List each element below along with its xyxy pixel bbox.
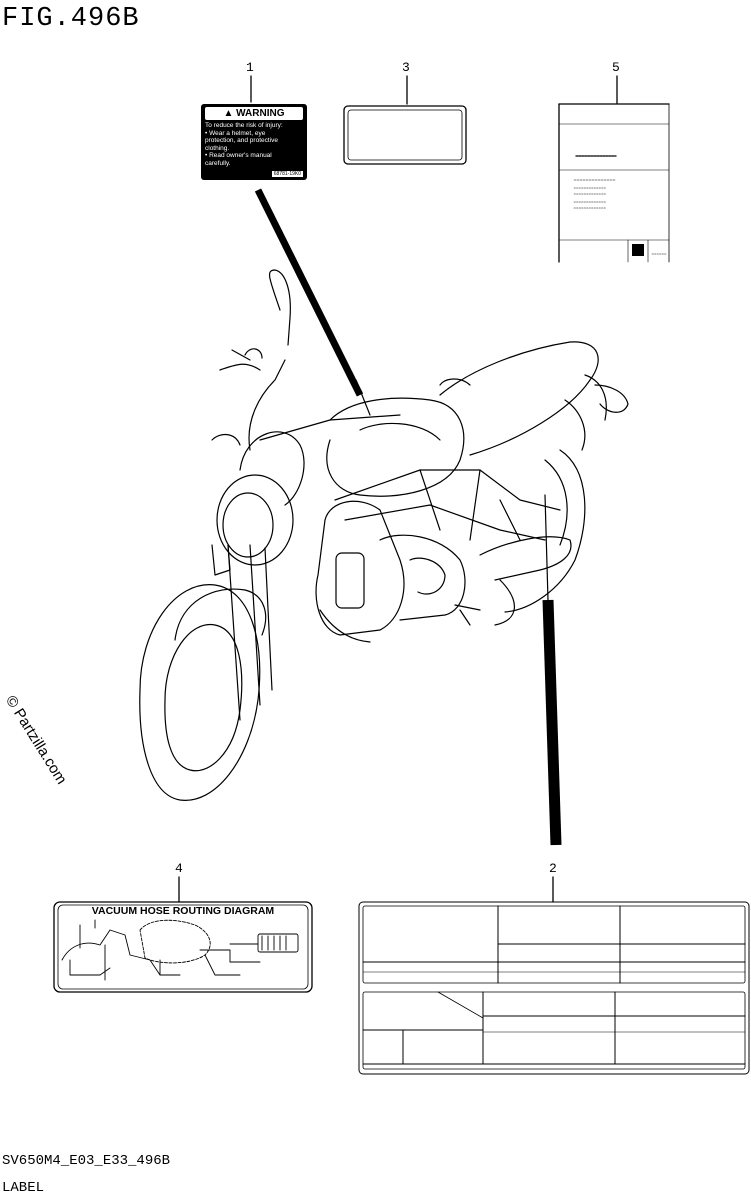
warning-line: • Wear a helmet, eye bbox=[205, 129, 266, 137]
warning-part-code: 68781-19K0 bbox=[271, 171, 303, 177]
motorcycle-drawing bbox=[139, 269, 629, 801]
callout-2[interactable]: 2 bbox=[549, 861, 557, 876]
blank-label-part-3 bbox=[343, 105, 467, 165]
callout-1[interactable]: 1 bbox=[246, 60, 254, 75]
warning-line: carefully. bbox=[205, 159, 231, 167]
figure-code: SV650M4_E03_E33_496B bbox=[2, 1153, 171, 1169]
figure-title: FIG.496B bbox=[2, 4, 140, 34]
figure-name: LABEL bbox=[2, 1180, 45, 1196]
vacuum-hose-label-part-4 bbox=[53, 901, 313, 993]
warning-line: protection, and protective bbox=[205, 137, 278, 145]
warning-label[interactable]: ▲ WARNING To reduce the risk of injury: … bbox=[201, 104, 307, 180]
warning-line: clothing. bbox=[205, 144, 230, 152]
warning-heading: ▲ WARNING bbox=[205, 107, 303, 120]
pointer-bike-to-label-2 bbox=[542, 599, 562, 846]
callout-3[interactable]: 3 bbox=[402, 60, 410, 75]
warning-line: To reduce the risk of injury: bbox=[205, 122, 283, 129]
warning-line: • Read owner's manual bbox=[205, 152, 272, 160]
pointer-warning-to-bike bbox=[254, 188, 364, 397]
callout-4[interactable]: 4 bbox=[175, 861, 183, 876]
owners-manual-part-5 bbox=[558, 103, 670, 263]
spec-label-part-2 bbox=[358, 901, 750, 1075]
vacuum-label-title: VACUUM HOSE ROUTING DIAGRAM bbox=[91, 905, 275, 917]
callout-5[interactable]: 5 bbox=[612, 60, 620, 75]
vacuum-hose-sketch bbox=[61, 919, 299, 981]
